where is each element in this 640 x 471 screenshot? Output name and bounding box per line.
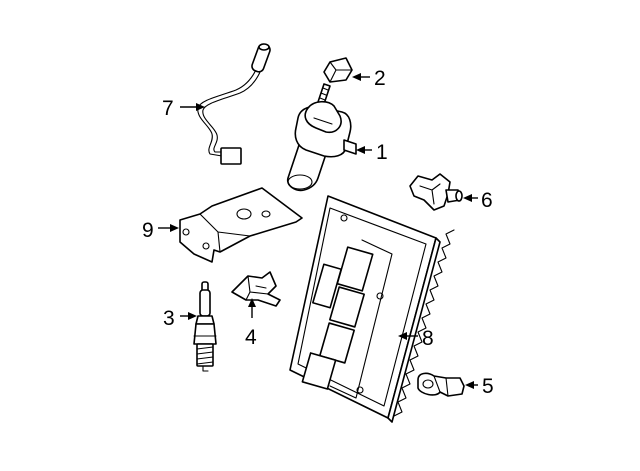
callout-label-8: 8 bbox=[422, 327, 434, 350]
callout-6: 6 bbox=[463, 189, 493, 212]
part-4-small-bracket[interactable] bbox=[231, 271, 281, 307]
callout-2: 2 bbox=[352, 67, 386, 90]
callout-1: 1 bbox=[356, 141, 388, 164]
part-2-bolt[interactable] bbox=[317, 57, 353, 107]
callout-label-5: 5 bbox=[482, 375, 494, 398]
callout-label-4: 4 bbox=[245, 326, 257, 349]
callout-label-7: 7 bbox=[162, 97, 174, 120]
part-9-bracket[interactable] bbox=[179, 187, 303, 263]
part-5-clip[interactable] bbox=[417, 372, 465, 397]
callout-label-6: 6 bbox=[481, 189, 493, 212]
part-7-sensor-wire[interactable] bbox=[197, 43, 272, 165]
callout-label-9: 9 bbox=[142, 219, 154, 242]
callout-7: 7 bbox=[162, 97, 205, 120]
callout-label-3: 3 bbox=[163, 307, 175, 330]
part-6-sensor[interactable] bbox=[409, 173, 463, 211]
callout-label-2: 2 bbox=[374, 67, 386, 90]
callout-9: 9 bbox=[142, 219, 179, 242]
part-3-spark-plug[interactable] bbox=[193, 281, 217, 372]
callout-3: 3 bbox=[163, 307, 197, 330]
callout-8: 8 bbox=[398, 327, 434, 350]
part-8-control-module[interactable] bbox=[289, 195, 455, 423]
callout-5: 5 bbox=[465, 375, 494, 398]
callout-4: 4 bbox=[245, 298, 257, 349]
part-1-ignition-coil[interactable] bbox=[286, 100, 357, 192]
callout-label-1: 1 bbox=[376, 141, 388, 164]
